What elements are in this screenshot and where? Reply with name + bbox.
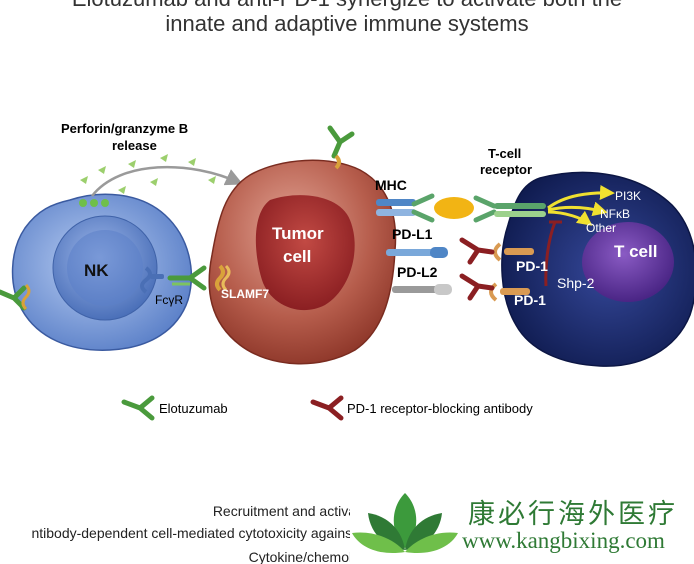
pdl2-ligand (392, 284, 452, 295)
tumor-label-line-1: Tumor (272, 224, 324, 243)
fcgr-label: FcγR (155, 293, 183, 307)
nfkb-label: NFκB (600, 207, 630, 221)
shp2-inhibition-line (544, 220, 562, 287)
pdl1-label: PD-L1 (392, 226, 433, 242)
mhc-label: MHC (375, 177, 407, 193)
pi3k-label: PI3K (615, 189, 641, 203)
mhc-molecule (376, 193, 474, 223)
pd1-label-bottom: PD-1 (514, 292, 546, 308)
other-label: Other (586, 221, 616, 235)
lotus-logo-icon (352, 493, 458, 554)
tcr-label-line-1: T-cell (488, 146, 521, 161)
figure-title-line-2: innate and adaptive immune systems (165, 11, 529, 36)
pd1-label-top: PD-1 (516, 258, 548, 274)
caption-line-2: ntibody-dependent cell-mediated cytotoxi… (31, 525, 356, 541)
elotuzumab-left-edge (0, 283, 31, 311)
nk-cell (11, 193, 193, 351)
caption-line-1: Recruitment and activa (212, 503, 356, 519)
signaling-arrows (547, 184, 615, 226)
watermark-chinese-text: 康必行海外医疗 (468, 499, 678, 530)
tumor-cell (208, 159, 397, 365)
watermark: 康必行海外医疗 www.kangbixing.com (350, 488, 694, 564)
pd1-blocking-antibody-top (459, 237, 495, 265)
perforin-label-line-1: Perforin/granzyme B (61, 121, 188, 136)
caption-line-3: Cytokine/chemok (248, 549, 356, 564)
nk-label: NK (84, 261, 109, 280)
legend-elotuzumab-symbol (121, 395, 155, 421)
legend-pd1-antibody-symbol (310, 395, 344, 421)
pdl2-label: PD-L2 (397, 264, 438, 280)
tumor-label-line-2: cell (283, 247, 311, 266)
legend-elotuzumab-label: Elotuzumab (159, 401, 228, 416)
pd1-receptor-bottom (489, 282, 530, 302)
fcgr-receptor (140, 266, 164, 294)
elotuzumab-on-tumor-top (327, 125, 355, 170)
figure-title-line-1: Elotuzumab and anti-PD-1 synergize to ac… (0, 0, 694, 12)
perforin-release-arrow (91, 165, 244, 197)
slamf7-label: SLAMF7 (221, 287, 269, 301)
pd1-receptor-top (493, 242, 534, 262)
perforin-label-line-2: release (112, 138, 157, 153)
granzyme-particles (80, 154, 216, 194)
tcell-label: T cell (614, 242, 657, 261)
tcr-label-line-2: receptor (480, 162, 532, 177)
shp2-label: Shp-2 (557, 275, 595, 291)
slamf7-receptor (215, 264, 231, 292)
legend-pd1-antibody-label: PD-1 receptor-blocking antibody (347, 401, 533, 416)
pdl1-ligand (386, 247, 448, 258)
watermark-url-text: www.kangbixing.com (462, 528, 665, 553)
tcell-receptor (473, 195, 546, 223)
pd1-blocking-antibody-bottom (459, 273, 495, 301)
elotuzumab-bridge (167, 265, 207, 291)
